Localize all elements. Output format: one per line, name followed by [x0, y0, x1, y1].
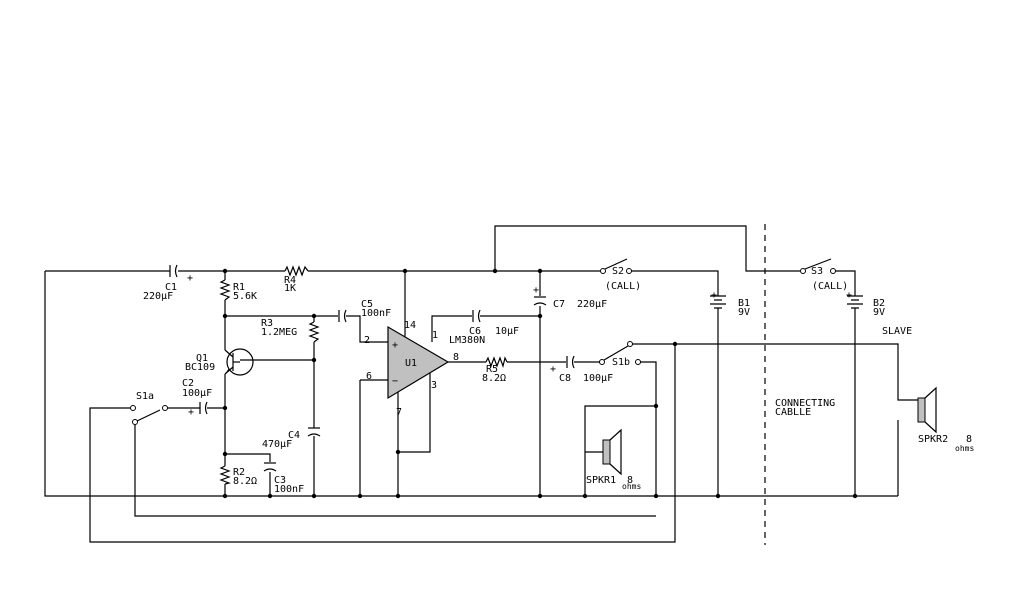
resistor-r4 — [284, 265, 309, 277]
u1-ref: U1 — [405, 358, 417, 369]
c3-value: 100nF — [274, 484, 304, 495]
c7-ref: C7 — [553, 299, 565, 310]
c4-ref: C4 — [288, 430, 300, 441]
spkr2-ref: SPKR2 — [918, 434, 948, 445]
spkr1-ref: SPKR1 — [586, 475, 616, 486]
connecting-cable-line1: CONNECTING — [775, 398, 835, 409]
c4-value: 470µF — [262, 439, 292, 450]
capacitor-c4 — [307, 427, 321, 437]
pin-14: 14 — [404, 320, 416, 331]
wires — [44, 225, 918, 543]
resistor-r5 — [485, 356, 508, 369]
c6-value: 10µF — [495, 326, 519, 337]
slave-label: SLAVE — [882, 326, 912, 337]
b1-value: 9V — [738, 307, 750, 318]
switch-s1b — [599, 341, 641, 365]
connecting-cable-line2: CABLLE — [775, 407, 811, 418]
capacitor-c7 — [533, 296, 547, 306]
c5-value: 100nF — [361, 308, 391, 319]
c7-value: 220µF — [577, 299, 607, 310]
b2-polarity: + — [846, 290, 852, 301]
r5-value: 8.2Ω — [482, 373, 506, 384]
c7-polarity: + — [533, 285, 539, 296]
q1-ref: Q1 — [196, 353, 208, 364]
r5-ref: R5 — [486, 364, 498, 375]
c1-value: 220µF — [143, 291, 173, 302]
u1-plus-input: + — [392, 340, 398, 351]
c2-ref: C2 — [182, 378, 194, 389]
switch-s1a — [130, 405, 168, 425]
b2-value: 9V — [873, 307, 885, 318]
spkr2-value: 8 — [966, 434, 972, 445]
capacitor-c1 — [169, 264, 178, 278]
q1-value: BC109 — [185, 362, 215, 373]
resistor-r3 — [308, 321, 320, 343]
s2-note: (CALL) — [605, 281, 641, 292]
r1-ref: R1 — [233, 282, 245, 293]
s1b-ref: S1b — [612, 357, 630, 368]
switch-s2 — [600, 258, 632, 274]
speaker-spkr1 — [585, 428, 622, 476]
switch-s3 — [800, 258, 836, 274]
r3-value: 1.2MEG — [261, 327, 297, 338]
spkr1-unit: ohms — [622, 482, 641, 491]
capacitor-c3 — [263, 462, 277, 472]
transistor-q1 — [224, 348, 254, 376]
pin-8: 8 — [453, 352, 459, 363]
pin-1: 1 — [432, 330, 438, 341]
capacitor-c2 — [199, 401, 208, 415]
opamp-u1 — [387, 325, 450, 400]
c2-value: 100µF — [182, 388, 212, 399]
pin-6: 6 — [366, 371, 372, 382]
r4-value: 1K — [284, 283, 296, 294]
b1-ref: B1 — [738, 298, 750, 309]
r2-value: 8.2Ω — [233, 476, 257, 487]
s1a-ref: S1a — [136, 391, 154, 402]
pin-7: 7 — [396, 407, 402, 418]
capacitor-c5 — [338, 309, 347, 323]
component-labels: + C1 220µF R1 5.6K R4 1K R3 1.2MEG C5 10… — [136, 266, 974, 495]
r1-value: 5.6K — [233, 291, 257, 302]
c8-value: 100µF — [583, 373, 613, 384]
battery-b2 — [847, 295, 863, 309]
spkr1-value: 8 — [627, 475, 633, 486]
pin-3: 3 — [431, 380, 437, 391]
u1-value: LM380N — [449, 335, 485, 346]
junctions — [222, 268, 858, 499]
polarity-mark: + — [187, 273, 193, 284]
c2-polarity: + — [188, 407, 194, 418]
r3-ref: R3 — [261, 318, 273, 329]
speaker-spkr2 — [917, 386, 937, 434]
u1-minus-input: − — [392, 376, 398, 387]
resistor-r1 — [219, 279, 231, 301]
r4-ref: R4 — [284, 275, 296, 286]
r2-ref: R2 — [233, 467, 245, 478]
c8-ref: C8 — [559, 373, 571, 384]
c6-ref: C6 — [469, 326, 481, 337]
c5-ref: C5 — [361, 299, 373, 310]
capacitor-c8 — [566, 355, 575, 369]
pin-2: 2 — [364, 335, 370, 346]
c3-ref: C3 — [274, 475, 286, 486]
s3-ref: S3 — [811, 266, 823, 277]
b1-polarity: + — [711, 290, 717, 301]
s2-ref: S2 — [612, 266, 624, 277]
b2-ref: B2 — [873, 298, 885, 309]
capacitor-c6 — [472, 309, 481, 323]
s3-note: (CALL) — [812, 281, 848, 292]
battery-b1 — [710, 295, 726, 309]
spkr2-unit: ohms — [955, 444, 974, 453]
c1-ref: C1 — [165, 282, 177, 293]
resistor-r2 — [219, 465, 232, 485]
c8-polarity: + — [550, 364, 556, 375]
